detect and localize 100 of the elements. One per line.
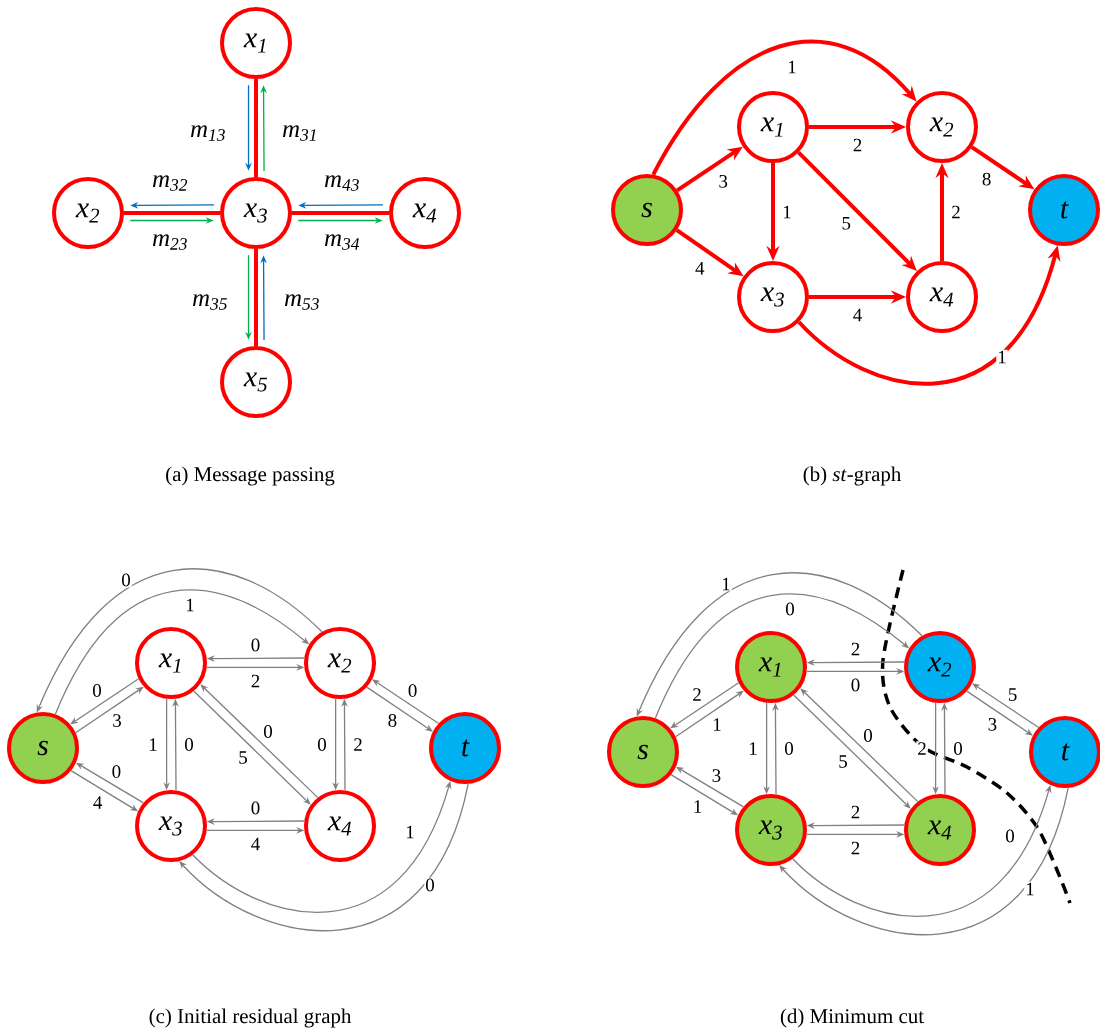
edge-label: m$_{31}$: [281, 124, 319, 142]
arrow: [70, 678, 140, 725]
edge-label: m$_{13}$: [189, 124, 227, 142]
graph-node: x$_{1}$: [220, 7, 292, 79]
edge-label: 0: [110, 764, 123, 779]
graph-node: x$_{3}$: [735, 794, 807, 866]
edge-label: 2: [851, 137, 864, 153]
graph-node: t: [1028, 174, 1100, 246]
arrow: [670, 682, 740, 729]
edge-label: 0: [424, 877, 436, 893]
edge-label: m$_{34}$: [323, 233, 361, 251]
edge-label: 5: [840, 216, 852, 231]
graph-node: x$_{2}$: [304, 627, 376, 699]
edge-label: 3: [710, 768, 723, 783]
edge-label: 1: [147, 737, 159, 752]
edge-label: 0: [406, 683, 419, 698]
arrow: [800, 688, 919, 803]
arrow: [179, 783, 469, 931]
edge-label: 0: [120, 572, 132, 588]
edge-label: 1: [691, 799, 704, 814]
edge-label: 2: [352, 737, 364, 752]
arrow: [200, 684, 319, 799]
edge-label: 5: [837, 754, 849, 769]
edge-label: 1: [711, 717, 723, 732]
edge-label: 0: [1004, 828, 1016, 844]
connector-line: [124, 211, 220, 215]
graph-node: x$_{3}$: [220, 177, 292, 249]
arrow: [372, 679, 440, 725]
edge-label: 2: [849, 641, 862, 657]
graph-node: x$_{1}$: [735, 631, 807, 703]
graph-node: x$_{2}$: [906, 91, 978, 163]
graph-node: t: [1029, 716, 1100, 788]
graph-node: x$_{4}$: [389, 177, 461, 249]
edge-label: 0: [91, 683, 103, 698]
graph-node: s: [607, 716, 679, 788]
edge-label: 1: [747, 741, 759, 756]
edge-label: 0: [183, 737, 195, 752]
edge-label: 0: [249, 637, 262, 653]
edge-label: 0: [783, 741, 795, 756]
edge-label: 1: [184, 597, 196, 613]
edge-label: 2: [950, 204, 962, 220]
connector-line: [292, 211, 389, 215]
edge-label: 4: [694, 261, 706, 276]
edge-label: m$_{32}$: [151, 174, 189, 192]
arrow: [779, 787, 1069, 935]
arrow: [972, 683, 1040, 729]
graph-node: x$_{4}$: [906, 261, 978, 333]
edge-label: 0: [862, 728, 874, 743]
edge-label: 4: [249, 836, 262, 852]
graph-node: s: [7, 712, 79, 784]
graph-node: x$_{2}$: [904, 631, 976, 703]
edge-label: 1: [996, 349, 1008, 365]
edge-label: m$_{53}$: [283, 293, 321, 311]
edge-label: 2: [249, 673, 262, 689]
arrow: [675, 690, 744, 738]
edge-label: 8: [980, 171, 993, 187]
edge-label: 3: [717, 174, 729, 189]
graph-node: x$_{1}$: [135, 627, 207, 699]
edge-label: 3: [111, 713, 123, 728]
caption: (b) st-graph: [803, 466, 902, 486]
edge-label: m$_{35}$: [191, 293, 229, 311]
connector-line: [254, 249, 258, 346]
edge-label: 1: [1024, 881, 1036, 897]
graph-node: x$_{2}$: [52, 177, 124, 249]
arrow: [966, 690, 1033, 736]
edge-label: 0: [316, 737, 328, 752]
graph-node: s: [611, 174, 683, 246]
edge-label: m$_{23}$: [151, 233, 189, 251]
arrow: [366, 686, 433, 732]
edge-label: 0: [249, 800, 262, 816]
edge-label: 4: [851, 307, 864, 323]
edge-label: 0: [849, 677, 862, 693]
edge-label: 1: [781, 204, 793, 220]
graph-node: x$_{3}$: [737, 261, 809, 333]
edge-label: 8: [386, 713, 399, 728]
arrow: [75, 686, 144, 734]
edge-label: 0: [952, 741, 964, 756]
arrow: [193, 690, 311, 805]
edge-label: 0: [784, 601, 796, 617]
edge-label: 4: [91, 795, 104, 810]
edge-label: 1: [720, 576, 732, 592]
edge-label: 2: [691, 687, 703, 702]
graph-node: x$_{4}$: [304, 790, 376, 862]
caption: (c) Initial residual graph: [149, 1008, 352, 1028]
edge-label: 5: [237, 750, 249, 765]
edge-label: m$_{43}$: [323, 174, 361, 192]
arrow: [793, 694, 911, 809]
edge-label: 2: [849, 804, 862, 820]
graph-node: x$_{5}$: [220, 346, 292, 418]
edge-label: 1: [404, 824, 416, 840]
graph-node: t: [429, 712, 501, 784]
edge-label: 2: [916, 741, 928, 756]
edge-label: 5: [1006, 687, 1019, 702]
edge-label: 0: [262, 724, 274, 739]
connector-line: [254, 79, 258, 177]
edge-label: 1: [786, 59, 798, 75]
caption: (d) Minimum cut: [780, 1008, 924, 1028]
graph-node: x$_{3}$: [135, 790, 207, 862]
edge-label: 3: [986, 717, 999, 732]
graph-node: x$_{4}$: [904, 794, 976, 866]
